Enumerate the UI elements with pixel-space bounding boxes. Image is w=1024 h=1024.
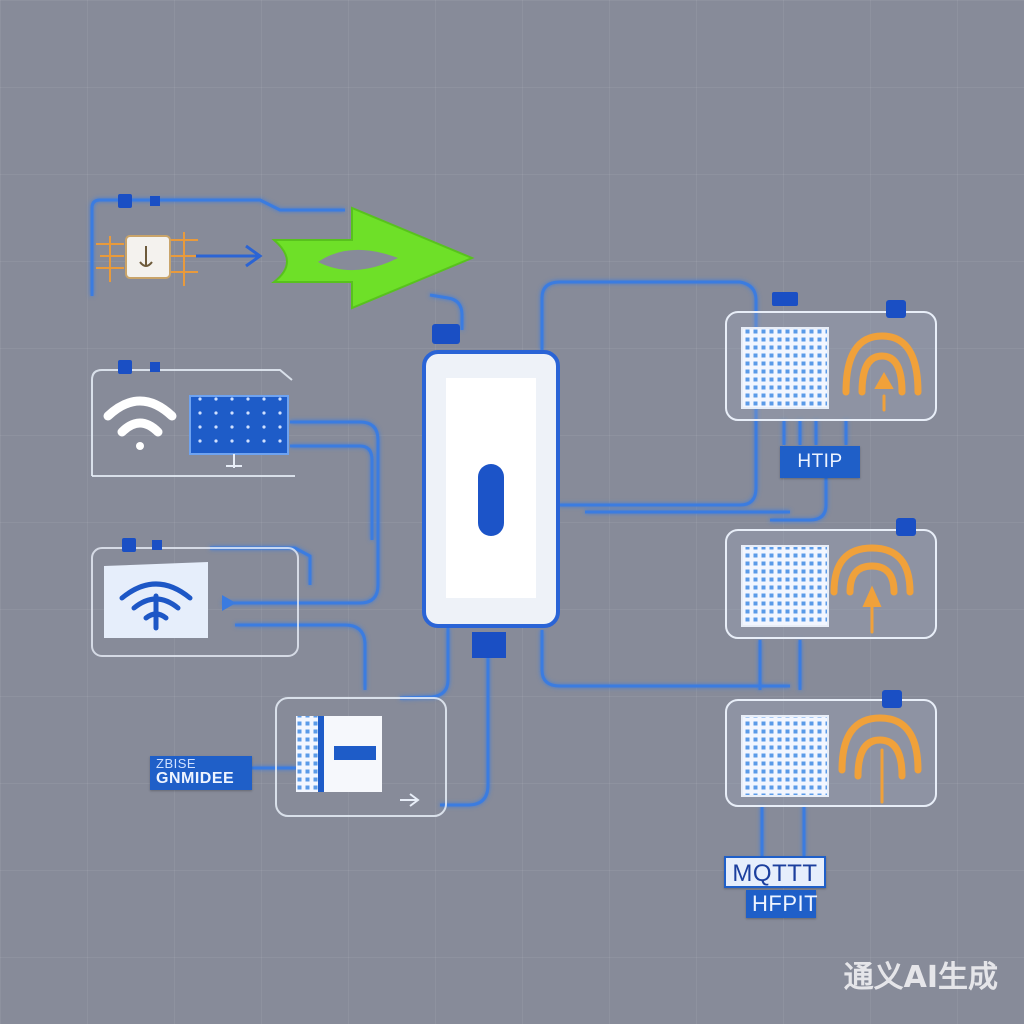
wifi-icon [103,396,177,450]
wifi-card-icon [119,581,193,631]
matrix-panel-icon [741,715,829,797]
sensor-chip-icon [96,232,198,286]
gateway-device-icon[interactable] [422,324,560,658]
sensor-module[interactable] [96,194,263,286]
network-board-icon [189,395,289,455]
zigbee-module[interactable] [275,697,447,817]
green-arrow-icon [271,206,475,310]
broadcast-signal-icon [842,332,922,412]
http-label: HTIP [780,446,860,478]
zigbee-label: ZBISE GNMIDEE [150,756,252,790]
connection-lines [90,198,848,856]
wifi-module[interactable] [91,360,295,477]
device-panel-3[interactable] [725,690,937,807]
mqtt-label: MQTTT [724,856,826,888]
wifi-card-module[interactable] [91,538,299,657]
device-panel-2[interactable] [725,518,937,639]
port-connector [118,194,132,208]
broadcast-signal-icon [838,714,922,804]
broadcast-signal-icon [830,544,914,634]
device-panel-1[interactable] [725,292,937,421]
watermark-text: 通义AI生成 [843,960,998,995]
matrix-panel-icon [741,327,829,409]
matrix-panel-icon [741,545,829,627]
http-secondary-label: HFPIT [746,890,818,918]
